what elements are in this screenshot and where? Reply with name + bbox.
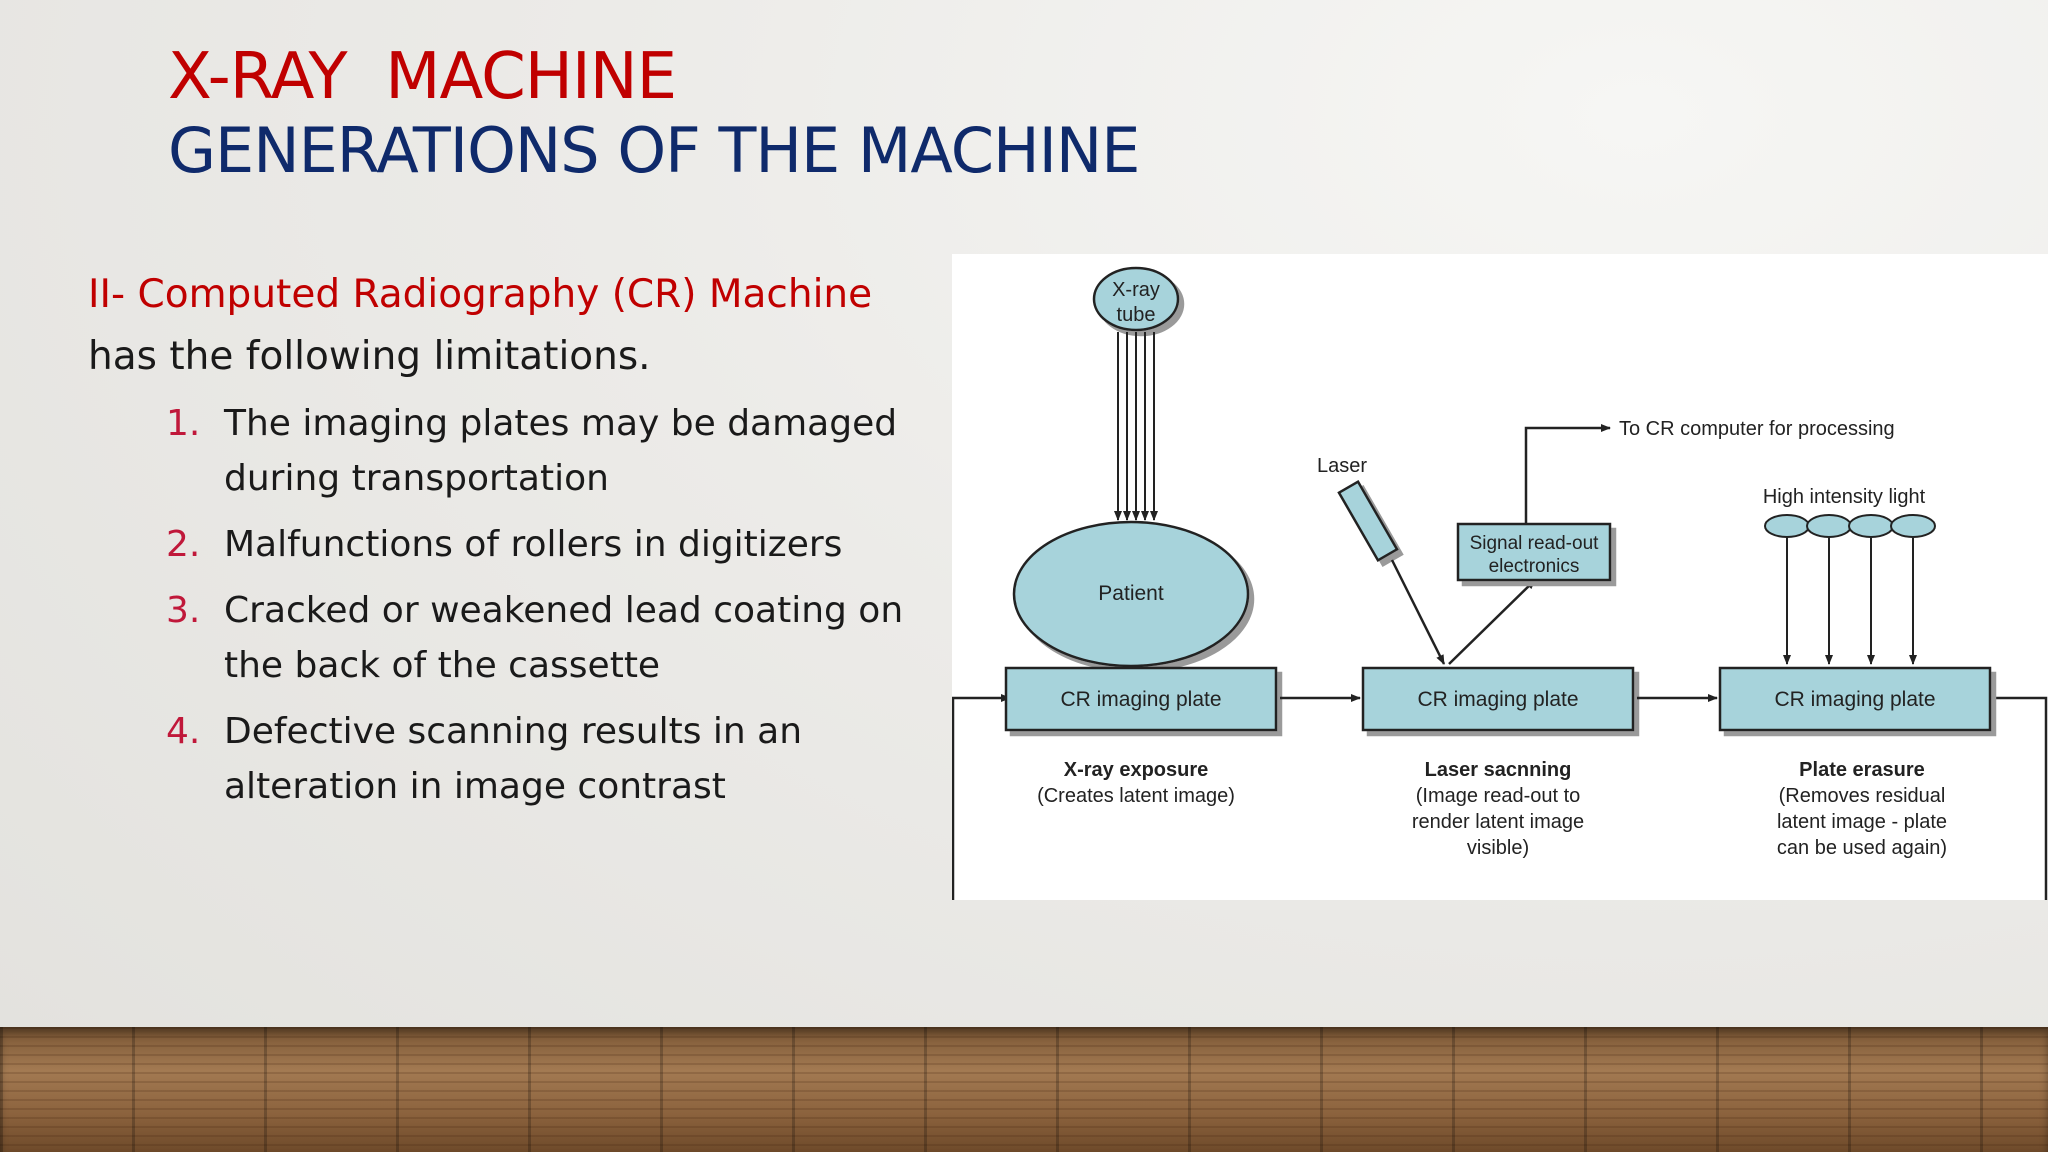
list-text: Cracked or weakened lead coating on the … (224, 590, 904, 686)
cr-plate-1-label: CR imaging plate (1060, 688, 1221, 711)
to-computer-label: To CR computer for processing (1619, 418, 1895, 440)
light-bulbs (1764, 514, 1936, 538)
list-item: 4. Defective scanning results in an alter… (166, 704, 946, 814)
patient-shape (1012, 520, 1250, 668)
step3-desc-1: (Removes residual (1779, 785, 1946, 807)
signal-line (1448, 579, 1536, 665)
slide-title: X-RAY MACHINE (168, 40, 677, 114)
cr-plate-2-label: CR imaging plate (1417, 688, 1578, 711)
intro-text: II- Computed Radiography (CR) Machine ha… (88, 264, 948, 388)
cr-process-diagram: X-ray tube Patient CR imaging plate (952, 254, 2048, 900)
list-number: 2. (166, 524, 201, 565)
step3-desc-2: latent image - plate (1777, 811, 1947, 833)
wood-floor (0, 1027, 2048, 1152)
step3-desc-3: can be used again) (1777, 837, 1947, 859)
step2-desc-1: (Image read-out to (1416, 785, 1581, 807)
cr-plate-3 (1718, 666, 1992, 732)
list-item: 2. Malfunctions of rollers in digitizers (166, 517, 946, 572)
list-number: 4. (166, 711, 201, 752)
list-number: 1. (166, 403, 201, 444)
light-label: High intensity light (1763, 486, 1926, 508)
intro-rest: has the following limitations. (88, 334, 651, 379)
step3-title: Plate erasure (1799, 759, 1925, 781)
step1-desc: (Creates latent image) (1037, 785, 1235, 807)
signal-label-2: electronics (1489, 556, 1580, 577)
step2-desc-3: visible) (1467, 837, 1529, 859)
cr-plate-1 (1004, 666, 1278, 732)
xray-tube-label-2: tube (1117, 304, 1156, 326)
limitations-list: 1. The imaging plates may be damaged duri… (166, 396, 946, 825)
step2-title: Laser sacnning (1425, 759, 1572, 781)
slide-subtitle: GENERATIONS OF THE MACHINE (168, 114, 1140, 187)
loop-line (952, 694, 2048, 900)
laser-beam (1390, 559, 1446, 665)
laser-device (1337, 480, 1399, 562)
cr-plate-2 (1361, 666, 1635, 732)
laser-label: Laser (1317, 455, 1367, 477)
to-computer-arrow (1524, 424, 1611, 524)
list-text: Defective scanning results in an alterat… (224, 711, 803, 807)
patient-label: Patient (1098, 582, 1164, 605)
list-text: The imaging plates may be damaged during… (224, 403, 898, 499)
xray-tube (1092, 266, 1180, 332)
xray-tube-label-1: X-ray (1112, 279, 1160, 301)
light-rays (1783, 538, 1917, 665)
list-text: Malfunctions of rollers in digitizers (224, 524, 843, 565)
list-number: 3. (166, 590, 201, 631)
list-item: 1. The imaging plates may be damaged duri… (166, 396, 946, 506)
signal-label-1: Signal read-out (1470, 533, 1600, 554)
signal-box (1456, 522, 1612, 582)
intro-highlight: II- Computed Radiography (CR) Machine (88, 272, 873, 317)
list-item: 3. Cracked or weakened lead coating on th… (166, 583, 946, 693)
step2-desc-2: render latent image (1412, 811, 1584, 833)
cr-plate-3-label: CR imaging plate (1774, 688, 1935, 711)
xray-beams (1114, 332, 1158, 521)
step1-title: X-ray exposure (1064, 759, 1209, 781)
